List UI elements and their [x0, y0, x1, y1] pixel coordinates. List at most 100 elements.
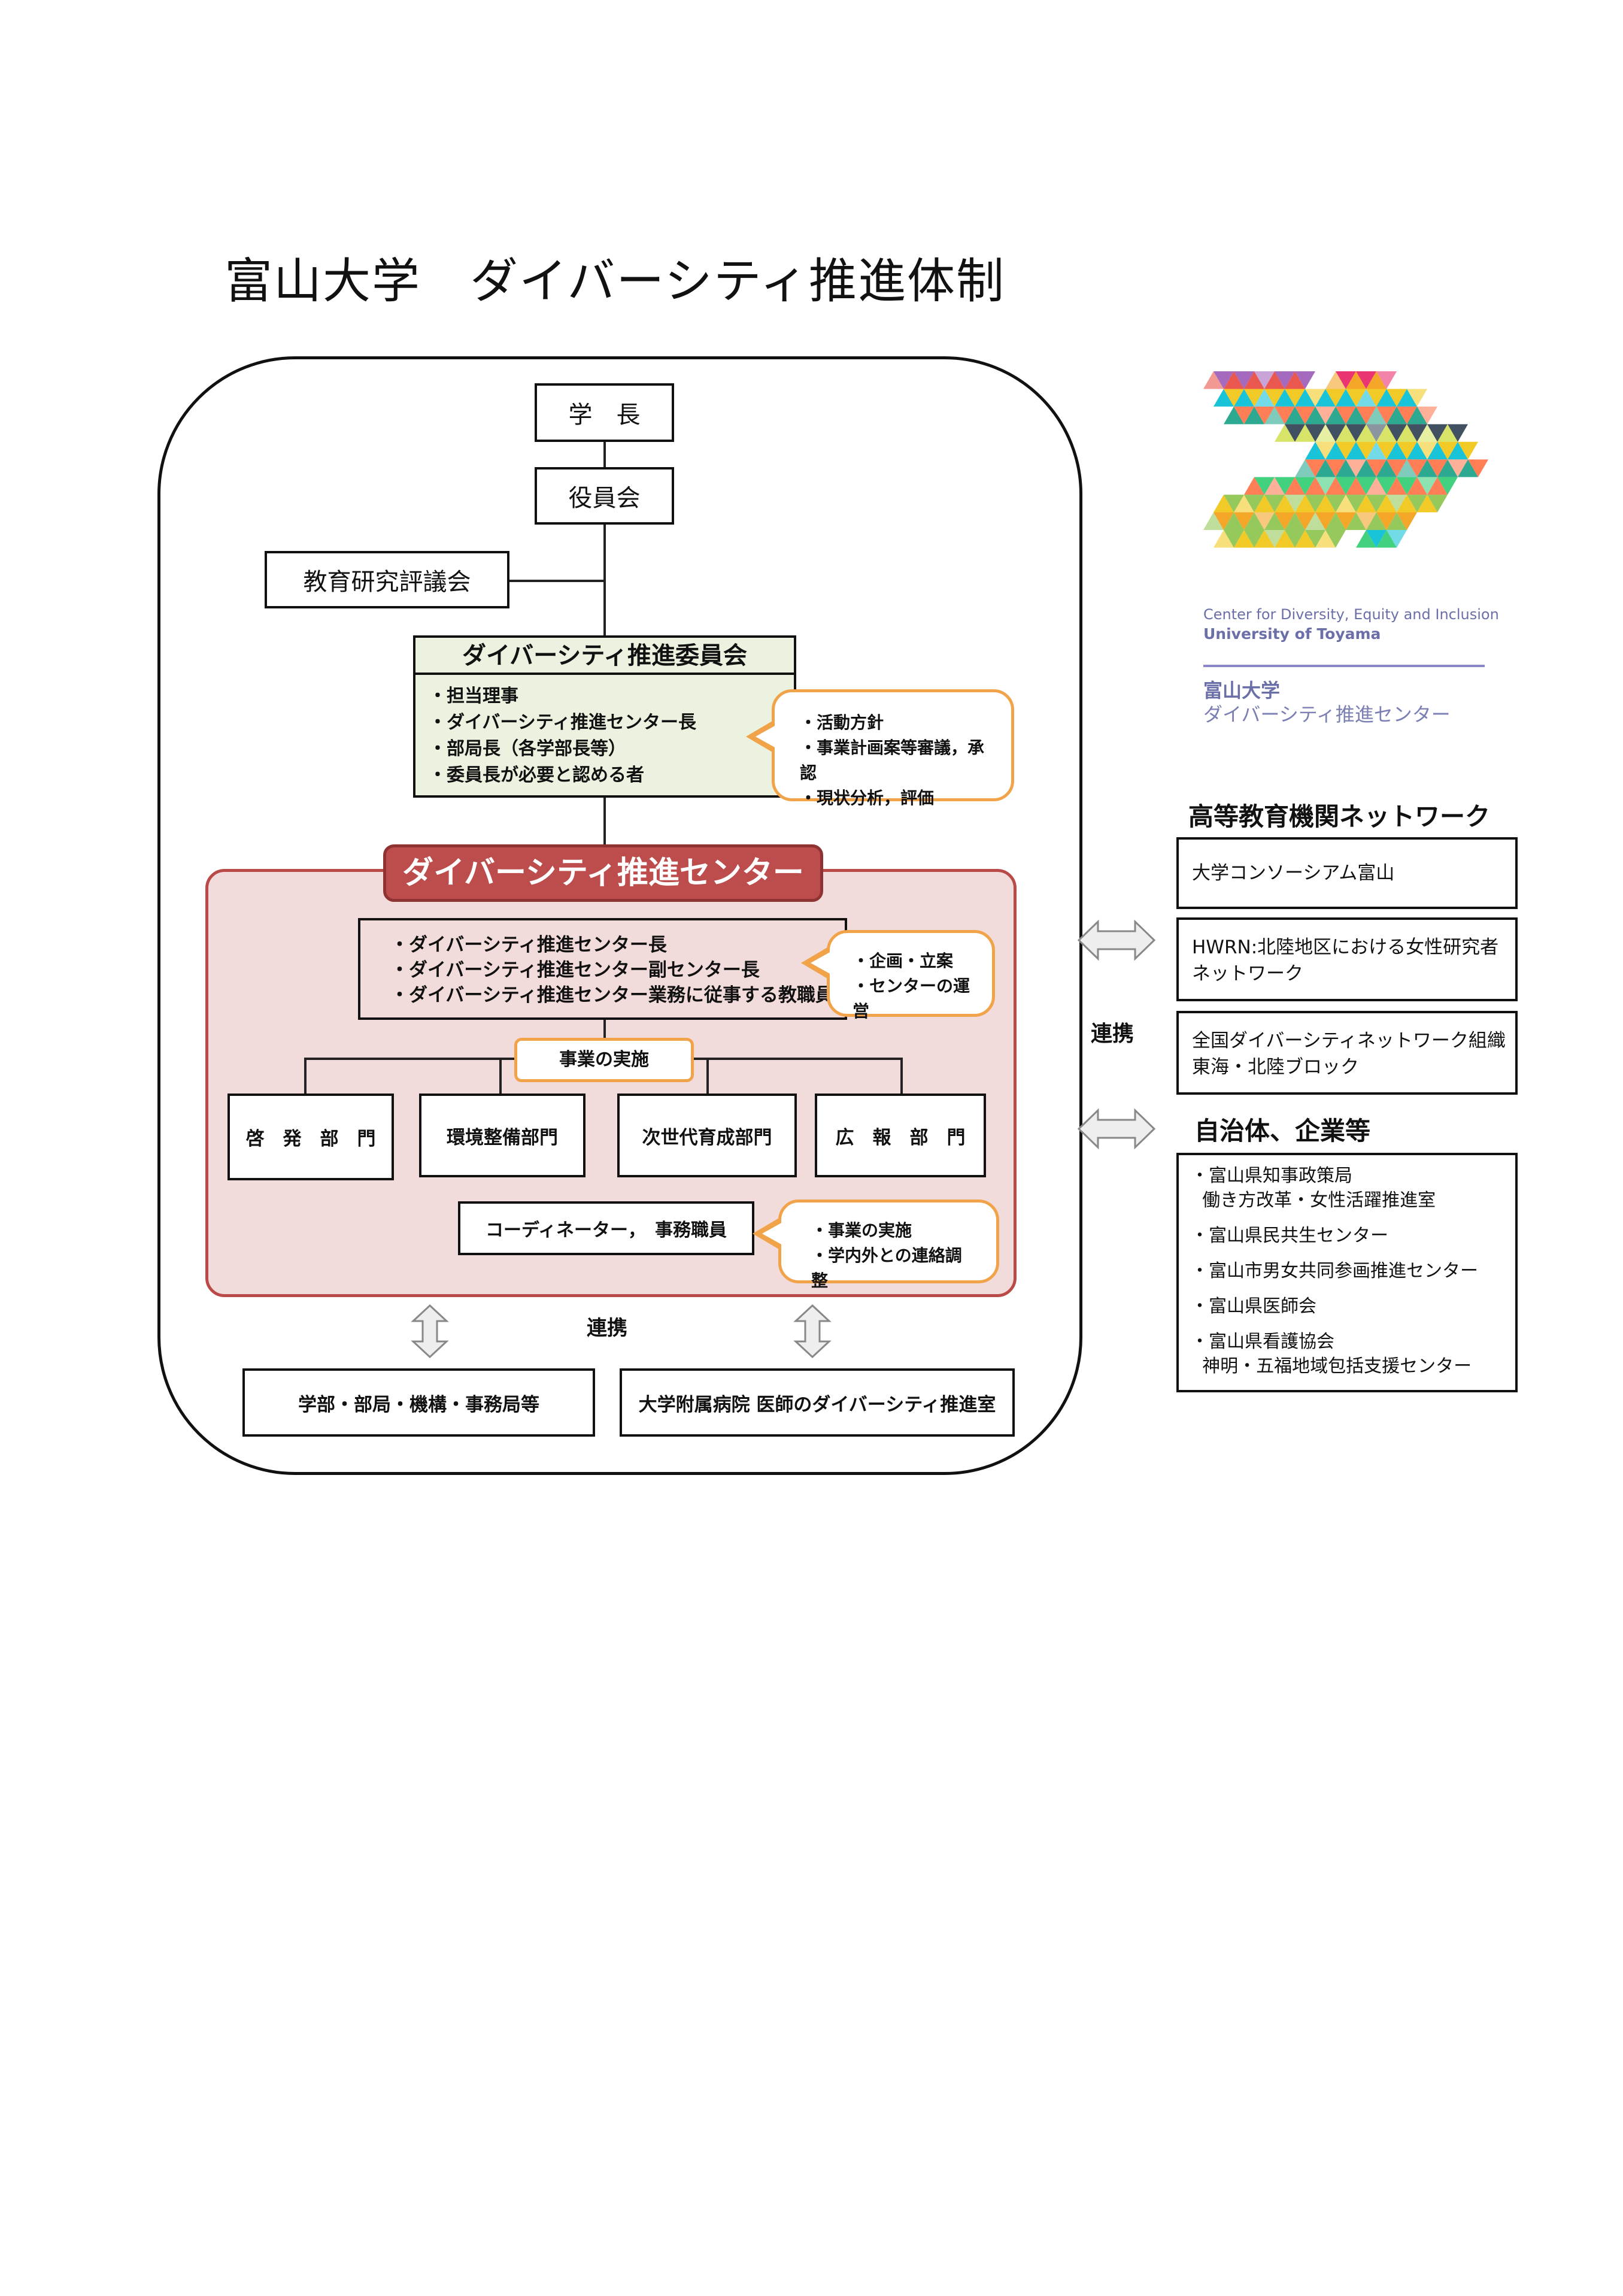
double-arrow-icon — [411, 1304, 449, 1359]
logo-english-line1: Center for Diversity, Equity and Inclusi… — [1203, 606, 1499, 623]
staff-role: ・学内外との連絡調整 — [811, 1246, 962, 1291]
local-partner-line: ・富山市男女共同参画推進センター — [1191, 1261, 1478, 1282]
logo-triangle — [1356, 495, 1376, 513]
higher-ed-item-line: 東海・北陸ブロック — [1192, 1056, 1359, 1078]
logo-triangle — [1387, 441, 1407, 460]
logo-triangle — [1315, 495, 1336, 513]
logo-triangle — [1315, 529, 1336, 548]
logo-triangle — [1437, 459, 1458, 477]
higher-ed-item: HWRN:北陸地区における女性研究者 ネットワーク — [1176, 917, 1518, 1001]
diversity-center-logo — [1203, 371, 1488, 548]
logo-triangle — [1234, 406, 1254, 425]
logo-triangle — [1254, 529, 1275, 548]
logo-triangle — [1224, 495, 1244, 513]
council-label: 教育研究評議会 — [303, 568, 471, 596]
logo-triangle — [1315, 441, 1336, 460]
logo-triangle — [1366, 459, 1387, 477]
local-partner-line: 神明・五福地域包括支援センター — [1191, 1356, 1472, 1377]
logo-triangle — [1264, 371, 1285, 389]
logo-triangle — [1305, 406, 1325, 425]
local-partner-line: ・富山県看護協会 — [1191, 1331, 1334, 1352]
logo-triangle — [1356, 512, 1376, 530]
committee-member: ・ダイバーシティ推進センター長 — [429, 712, 696, 733]
logo-triangle — [1224, 389, 1244, 407]
center-role: ・企画・立案 — [853, 951, 954, 971]
connector-line — [900, 1058, 903, 1096]
logo-triangle — [1376, 459, 1397, 477]
committee-role: ・活動方針 — [800, 713, 884, 732]
logo-triangle — [1295, 512, 1315, 530]
logo-triangle — [1417, 477, 1437, 495]
connector-line — [706, 1058, 709, 1096]
logo-triangle — [1234, 512, 1254, 530]
logo-triangle — [1366, 424, 1387, 442]
logo-triangle — [1214, 495, 1234, 513]
logo-triangle — [1366, 441, 1387, 460]
logo-triangle — [1407, 477, 1427, 495]
logo-triangle — [1264, 512, 1285, 530]
logo-triangle — [1376, 441, 1397, 460]
center-member: ・ダイバーシティ推進センター業務に従事する教職員 — [390, 985, 834, 1006]
logo-japanese-line2: ダイバーシティ推進センター — [1203, 703, 1451, 726]
logo-triangle — [1356, 529, 1376, 548]
logo-triangle — [1376, 389, 1397, 407]
logo-triangle — [1387, 459, 1407, 477]
committee-role: ・現状分析，評価 — [800, 788, 935, 808]
committee-title: ダイバーシティ推進委員会 — [415, 638, 794, 675]
higher-ed-item-line: 大学コンソーシアム富山 — [1192, 862, 1395, 884]
logo-triangle — [1356, 406, 1376, 425]
logo-triangle — [1346, 495, 1366, 513]
logo-triangle — [1417, 406, 1437, 425]
logo-triangle — [1295, 495, 1315, 513]
logo-triangle — [1214, 371, 1234, 389]
logo-triangle — [1417, 495, 1437, 513]
logo-triangle — [1285, 477, 1305, 495]
logo-triangle — [1387, 512, 1407, 530]
logo-triangle — [1387, 495, 1407, 513]
logo-triangle — [1366, 477, 1387, 495]
higher-ed-item: 全国ダイバーシティネットワーク組織 東海・北陸ブロック — [1176, 1011, 1518, 1095]
logo-triangle — [1437, 441, 1458, 460]
logo-triangle — [1315, 512, 1336, 530]
connector-line — [509, 580, 605, 582]
logo-triangle — [1336, 389, 1356, 407]
logo-triangle — [1254, 477, 1275, 495]
committee-roles-bubble: ・活動方針 ・事業計画案等審議，承認 ・現状分析，評価 — [746, 689, 1014, 808]
logo-triangle — [1346, 477, 1366, 495]
logo-triangle — [1468, 459, 1488, 477]
higher-ed-item-line: ネットワーク — [1192, 963, 1303, 985]
logo-triangle — [1346, 406, 1366, 425]
higher-ed-item-line: HWRN:北陸地区における女性研究者 — [1192, 937, 1499, 958]
logo-triangle — [1285, 529, 1305, 548]
logo-triangle — [1305, 389, 1325, 407]
logo-triangle — [1376, 424, 1397, 442]
logo-triangle — [1366, 371, 1387, 389]
logo-triangle — [1448, 424, 1468, 442]
logo-triangle — [1407, 424, 1427, 442]
logo-japanese-line1: 富山大学 — [1203, 679, 1281, 702]
logo-triangle — [1325, 459, 1346, 477]
logo-triangle — [1325, 406, 1346, 425]
logo-triangle — [1397, 406, 1417, 425]
logo-triangle — [1376, 371, 1397, 389]
logo-triangle — [1254, 371, 1275, 389]
logo-triangle — [1336, 424, 1356, 442]
logo-triangle — [1275, 371, 1295, 389]
logo-triangle — [1305, 424, 1325, 442]
logo-triangle — [1336, 459, 1356, 477]
connector-line — [304, 1058, 307, 1096]
logo-triangle — [1214, 529, 1234, 548]
logo-triangle — [1397, 441, 1417, 460]
external-link-label: 連携 — [1091, 1022, 1134, 1046]
logo-triangle — [1224, 512, 1244, 530]
logo-triangle — [1275, 512, 1295, 530]
logo-triangle — [1325, 371, 1346, 389]
logo-triangle — [1366, 389, 1387, 407]
logo-triangle — [1203, 371, 1224, 389]
internal-link-label: 連携 — [587, 1316, 627, 1340]
logo-triangle — [1254, 406, 1275, 425]
logo-triangle — [1295, 424, 1315, 442]
logo-triangle — [1437, 477, 1458, 495]
department-label: 次世代育成部門 — [642, 1126, 772, 1149]
logo-english-line2: University of Toyama — [1203, 625, 1381, 643]
